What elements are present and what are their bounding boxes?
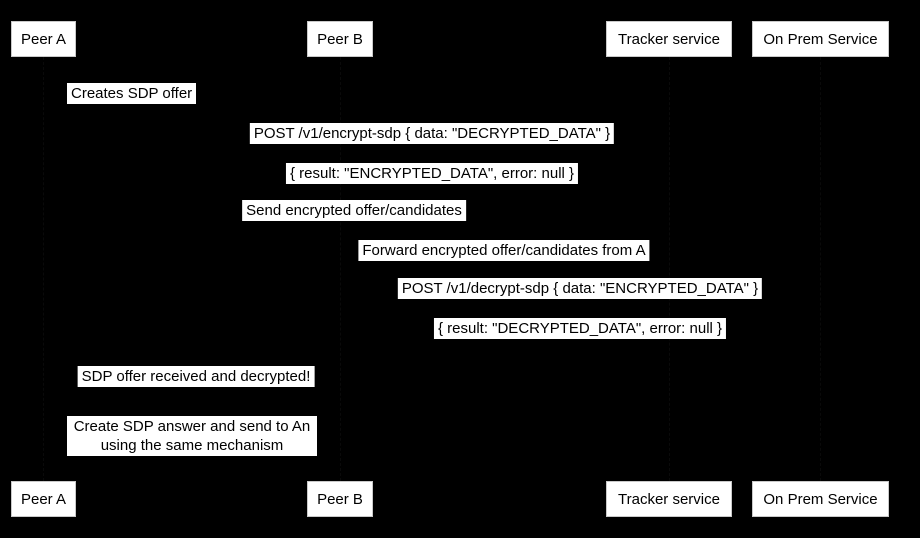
message-result-encrypted-data: { result: "ENCRYPTED_DATA", error: null … [285, 163, 579, 184]
actor-bottom-tracker-service: Tracker service [606, 481, 732, 517]
message-post-encrypt-sdp: POST /v1/encrypt-sdp { data: "DECRYPTED_… [249, 123, 615, 144]
message-post-decrypt-sdp: POST /v1/decrypt-sdp { data: "ENCRYPTED_… [397, 278, 763, 299]
lifeline-on-prem-service [820, 57, 821, 481]
actor-bottom-peer-a: Peer A [11, 481, 76, 517]
actor-top-peer-b: Peer B [307, 21, 373, 57]
note-line-1: Create SDP answer and send to An [73, 418, 311, 435]
note-line-2: using the same mechanism [100, 437, 284, 454]
lifeline-peer-b [340, 57, 341, 481]
actor-bottom-on-prem-service: On Prem Service [752, 481, 889, 517]
actor-top-tracker-service: Tracker service [606, 21, 732, 57]
lifeline-tracker-service [669, 57, 670, 481]
message-result-decrypted-data: { result: "DECRYPTED_DATA", error: null … [433, 318, 727, 339]
lifeline-peer-a [43, 57, 44, 481]
actor-top-on-prem-service: On Prem Service [752, 21, 889, 57]
message-creates-sdp-offer: Creates SDP offer [67, 83, 197, 104]
message-sdp-offer-received: SDP offer received and decrypted! [77, 366, 315, 387]
message-send-encrypted-offer: Send encrypted offer/candidates [242, 200, 466, 221]
message-forward-encrypted-offer: Forward encrypted offer/candidates from … [358, 240, 650, 261]
actor-bottom-peer-b: Peer B [307, 481, 373, 517]
note-create-sdp-answer: Create SDP answer and send to An using t… [67, 416, 317, 456]
actor-top-peer-a: Peer A [11, 21, 76, 57]
